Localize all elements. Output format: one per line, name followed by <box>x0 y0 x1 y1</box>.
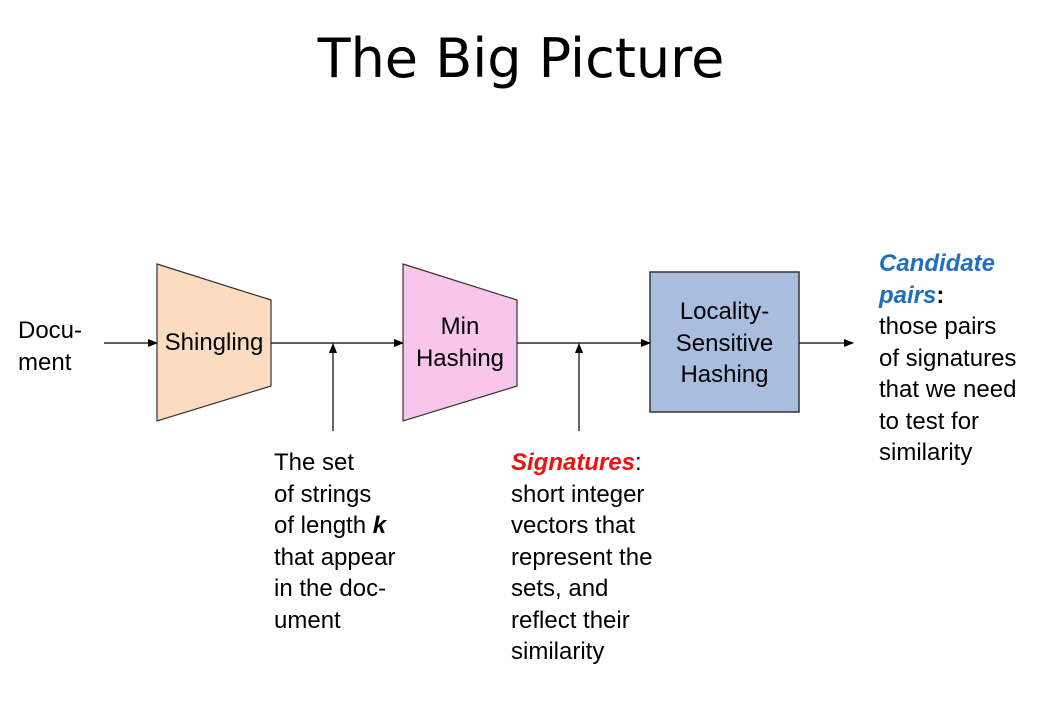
signatures-colon: : <box>635 449 642 476</box>
signatures-note-line2: short integer <box>511 480 645 508</box>
signatures-note-line7: similarity <box>511 638 605 665</box>
candidate-pairs-line4: of signatures <box>879 344 1017 372</box>
shingles-note-line6: ument <box>274 606 341 634</box>
candidate-pairs-line1: Candidate <box>879 248 1016 280</box>
lsh-stage-shape <box>649 271 800 413</box>
shingles-note-line1: The set <box>274 449 355 476</box>
candidate-pairs-line7: similarity <box>879 439 973 466</box>
shingles-note-line3-prefix: of length <box>274 512 373 539</box>
minhash-label-line1: Min <box>440 313 480 340</box>
candidate-pairs-note: Candidate pairs: those pairs of signatur… <box>879 248 1016 469</box>
shingles-note-line5: in the doc- <box>274 575 387 602</box>
candidate-pairs-colon: : <box>936 281 945 309</box>
signatures-note-line1: Signatures: <box>511 447 652 479</box>
document-label-line1: Docu- <box>18 317 83 344</box>
shingling-stage-label: Shingling <box>157 327 271 359</box>
lsh-label-line2: Sensitive <box>675 329 774 357</box>
candidate-term: Candidate <box>879 250 996 277</box>
candidate-pairs-line5: that we need <box>879 376 1017 403</box>
minhash-label-line2: Hashing <box>415 344 505 372</box>
signatures-term: Signatures <box>511 449 636 476</box>
slide-title: The Big Picture <box>317 27 725 90</box>
shingling-label-text: Shingling <box>164 329 264 356</box>
lsh-label-line1: Locality- <box>679 298 770 325</box>
minhash-stage-label: Min Hashing <box>403 311 517 374</box>
shingles-note-line3: of length k <box>274 510 395 542</box>
lsh-stage-label: Locality- Sensitive Hashing <box>650 296 799 391</box>
document-label-line2: ment <box>18 348 72 376</box>
candidate-pairs-line6: to test for <box>879 407 980 435</box>
signatures-note-line6: reflect their <box>511 606 630 634</box>
shingles-note-line4: that appear <box>274 543 396 571</box>
candidate-pairs-line3: those pairs <box>879 313 997 340</box>
lsh-label-line3: Hashing <box>680 361 769 388</box>
signatures-note-line5: sets, and <box>511 575 609 602</box>
signatures-note-line4: represent the <box>511 543 653 571</box>
signatures-note-line3: vectors that <box>511 512 636 539</box>
pairs-term: pairs <box>879 281 937 309</box>
shingling-stage-shape <box>156 263 272 422</box>
document-input-label: Docu- ment <box>18 315 82 378</box>
shingles-note-line2: of strings <box>274 480 372 508</box>
signatures-note: Signatures: short integer vectors that r… <box>511 447 652 668</box>
candidate-pairs-line2: pairs: <box>879 280 1016 312</box>
shingle-length-variable: k <box>372 512 387 539</box>
shingles-note: The set of strings of length k that appe… <box>274 447 395 636</box>
minhash-stage-shape <box>402 263 518 422</box>
